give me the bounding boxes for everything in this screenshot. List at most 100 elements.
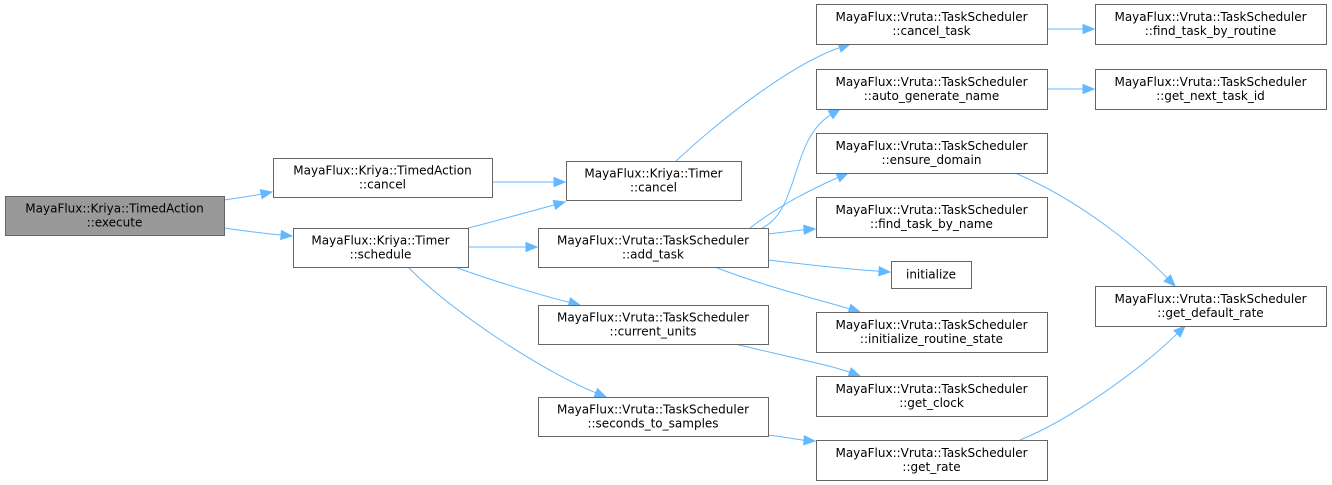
node-box[interactable] — [566, 161, 742, 201]
edge-cancel_task-to-find_task_by_routine — [1047, 23, 1096, 35]
node-function-label: ::initialize_routine_state — [860, 332, 1003, 346]
node-find-task-by-routine[interactable]: MayaFlux::Vruta::TaskScheduler::find_tas… — [1095, 4, 1327, 45]
node-box[interactable] — [816, 312, 1048, 353]
edge-seconds_to_samples-to-get_rate — [767, 434, 817, 446]
edge-get_rate-to-get_default_rate — [1019, 325, 1186, 441]
node-get-next-task-id[interactable]: MayaFlux::Vruta::TaskScheduler::get_next… — [1095, 69, 1327, 110]
node-current-units[interactable]: MayaFlux::Vruta::TaskScheduler::current_… — [538, 305, 769, 345]
node-box[interactable] — [1095, 4, 1327, 45]
edge-add_task-to-initialize_routine_state — [714, 266, 862, 314]
nodes-layer: MayaFlux::Kriya::TimedAction::executeMay… — [5, 4, 1327, 481]
node-function-label: ::schedule — [350, 248, 412, 262]
node-function-label: ::auto_generate_name — [864, 89, 1000, 103]
node-function-label: initialize — [906, 268, 956, 282]
node-namespace-label: MayaFlux::Vruta::TaskScheduler — [835, 318, 1027, 332]
edge-line — [407, 266, 597, 394]
node-function-label: ::current_units — [610, 325, 697, 339]
edge-line — [749, 177, 839, 229]
node-namespace-label: MayaFlux::Vruta::TaskScheduler — [557, 311, 749, 325]
edge-add_task-to-initialize — [767, 259, 892, 277]
node-namespace-label: MayaFlux::Vruta::TaskScheduler — [835, 203, 1027, 217]
edge-line — [767, 434, 805, 441]
node-box[interactable] — [1095, 69, 1327, 110]
node-get-clock[interactable]: MayaFlux::Vruta::TaskScheduler::get_cloc… — [816, 376, 1048, 417]
edge-timer_cancel-to-cancel_task — [675, 42, 852, 162]
edge-line — [675, 47, 840, 162]
node-box[interactable] — [293, 228, 469, 268]
node-box[interactable] — [816, 440, 1048, 481]
node-cancel-task[interactable]: MayaFlux::Vruta::TaskScheduler::cancel_t… — [816, 4, 1048, 45]
edge-line — [467, 204, 555, 229]
arrowhead-icon — [280, 229, 294, 241]
node-box[interactable] — [538, 228, 769, 268]
edge-line — [767, 229, 805, 235]
arrowhead-icon — [847, 367, 862, 377]
edge-schedule-to-current_units — [454, 266, 582, 308]
node-box[interactable] — [816, 376, 1048, 417]
node-function-label: ::find_task_by_routine — [1145, 24, 1277, 38]
node-namespace-label: MayaFlux::Kriya::TimedAction — [25, 202, 203, 216]
arrowhead-icon — [827, 108, 842, 120]
node-get-rate[interactable]: MayaFlux::Vruta::TaskScheduler::get_rate — [816, 440, 1048, 481]
node-add-task[interactable]: MayaFlux::Vruta::TaskScheduler::add_task — [538, 228, 769, 268]
edge-line — [767, 259, 880, 272]
node-namespace-label: MayaFlux::Vruta::TaskScheduler — [1114, 10, 1306, 24]
node-namespace-label: MayaFlux::Vruta::TaskScheduler — [1114, 292, 1306, 306]
node-box[interactable] — [816, 133, 1048, 174]
node-box[interactable] — [1095, 286, 1327, 327]
node-box[interactable] — [816, 69, 1048, 110]
node-execute: MayaFlux::Kriya::TimedAction::execute — [5, 196, 225, 236]
arrowhead-icon — [553, 176, 567, 188]
node-get-default-rate[interactable]: MayaFlux::Vruta::TaskScheduler::get_defa… — [1095, 286, 1327, 327]
edge-execute-to-schedule — [223, 227, 294, 241]
arrowhead-icon — [835, 172, 850, 183]
node-box[interactable] — [538, 397, 769, 437]
node-ta-cancel[interactable]: MayaFlux::Kriya::TimedAction::cancel — [273, 158, 493, 198]
node-namespace-label: MayaFlux::Kriya::Timer — [584, 167, 722, 181]
arrowhead-icon — [1163, 274, 1176, 287]
node-box[interactable] — [891, 261, 972, 289]
node-namespace-label: MayaFlux::Vruta::TaskScheduler — [835, 139, 1027, 153]
node-namespace-label: MayaFlux::Vruta::TaskScheduler — [835, 446, 1027, 460]
node-function-label: ::get_clock — [899, 396, 964, 410]
arrowhead-icon — [525, 241, 539, 253]
node-namespace-label: MayaFlux::Kriya::Timer — [311, 234, 449, 248]
node-seconds-to-samples[interactable]: MayaFlux::Vruta::TaskScheduler::seconds_… — [538, 397, 769, 437]
node-timer-cancel[interactable]: MayaFlux::Kriya::Timer::cancel — [566, 161, 742, 201]
node-namespace-label: MayaFlux::Vruta::TaskScheduler — [835, 382, 1027, 396]
node-schedule[interactable]: MayaFlux::Kriya::Timer::schedule — [293, 228, 469, 268]
edges-layer — [223, 23, 1186, 446]
node-box[interactable] — [273, 158, 493, 198]
edge-line — [1019, 333, 1178, 441]
edge-line — [1014, 172, 1168, 279]
node-box[interactable] — [816, 4, 1048, 45]
node-function-label: ::cancel — [359, 178, 406, 192]
edge-line — [223, 227, 282, 236]
arrowhead-icon — [803, 224, 817, 235]
node-function-label: ::seconds_to_samples — [587, 417, 718, 431]
node-function-label: ::cancel_task — [892, 24, 970, 38]
edge-line — [223, 193, 262, 201]
node-function-label: ::get_default_rate — [1157, 306, 1263, 320]
node-namespace-label: MayaFlux::Kriya::TimedAction — [293, 164, 471, 178]
node-find-task-by-name[interactable]: MayaFlux::Vruta::TaskScheduler::find_tas… — [816, 197, 1048, 238]
node-box[interactable] — [816, 197, 1048, 238]
node-ensure-domain[interactable]: MayaFlux::Vruta::TaskScheduler::ensure_d… — [816, 133, 1048, 174]
node-initialize[interactable]: initialize — [891, 261, 972, 289]
node-function-label: ::get_next_task_id — [1156, 89, 1265, 103]
node-initialize-routine-state[interactable]: MayaFlux::Vruta::TaskScheduler::initiali… — [816, 312, 1048, 353]
node-box[interactable] — [538, 305, 769, 345]
edge-auto_generate_name-to-get_next_task_id — [1047, 83, 1096, 95]
edge-line — [734, 343, 850, 373]
edge-line — [761, 114, 831, 229]
arrowhead-icon — [1082, 83, 1096, 95]
node-namespace-label: MayaFlux::Vruta::TaskScheduler — [835, 10, 1027, 24]
node-function-label: ::cancel — [630, 181, 677, 195]
node-namespace-label: MayaFlux::Vruta::TaskScheduler — [835, 75, 1027, 89]
node-namespace-label: MayaFlux::Vruta::TaskScheduler — [557, 403, 749, 417]
node-auto-generate-name[interactable]: MayaFlux::Vruta::TaskScheduler::auto_gen… — [816, 69, 1048, 110]
arrowhead-icon — [1082, 23, 1096, 35]
node-function-label: ::find_task_by_name — [870, 217, 993, 231]
edge-ensure_domain-to-get_default_rate — [1014, 172, 1176, 287]
